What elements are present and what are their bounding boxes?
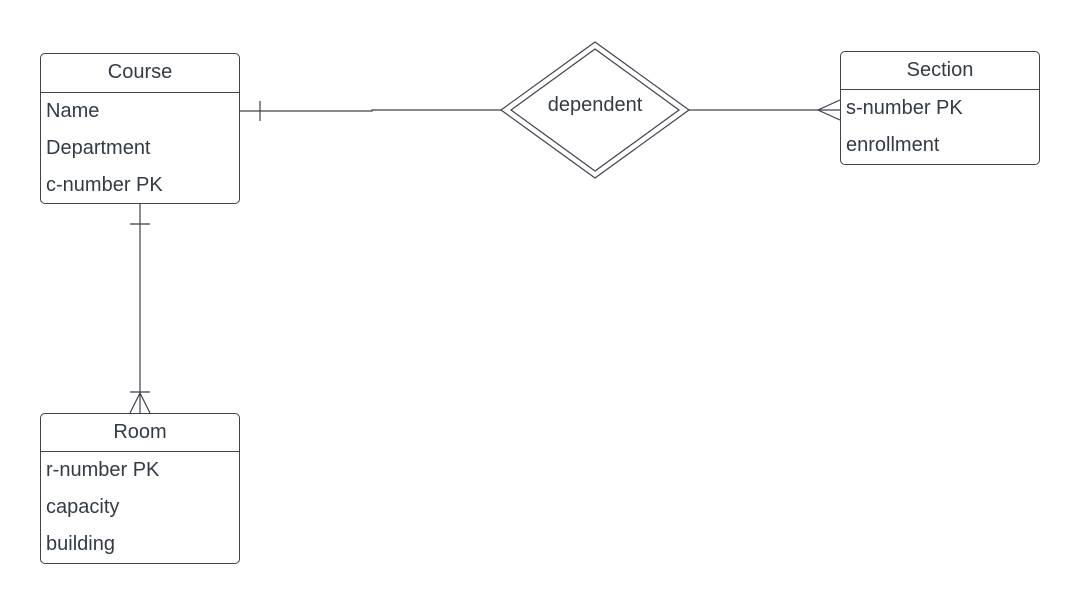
relationship-dependent-diamond[interactable] bbox=[499, 41, 691, 179]
entity-room-attribute: r-number PK bbox=[46, 459, 160, 481]
entity-course-attribute: Department bbox=[46, 137, 151, 159]
entity-room[interactable]: Room r-number PK capacity building bbox=[40, 413, 240, 564]
entity-section-attribute: s-number PK bbox=[846, 97, 963, 119]
entity-course-attribute: Name bbox=[46, 100, 100, 122]
entity-section-title: Section bbox=[841, 52, 1039, 90]
entity-room-attribute: capacity bbox=[46, 496, 120, 518]
many-cardinality-mark bbox=[816, 99, 841, 121]
connector-course-dependent bbox=[240, 101, 503, 121]
entity-section[interactable]: Section s-number PK enrollment bbox=[840, 51, 1040, 165]
entity-room-title: Room bbox=[41, 414, 239, 452]
entity-course[interactable]: Course Name Department c-number PK bbox=[40, 53, 240, 204]
entity-course-title: Course bbox=[41, 54, 239, 93]
connector-dependent-section bbox=[688, 99, 841, 121]
entity-course-attribute: c-number PK bbox=[46, 174, 163, 196]
entity-section-attribute: enrollment bbox=[846, 134, 940, 156]
entity-room-attribute: building bbox=[46, 533, 115, 555]
connector-course-room bbox=[129, 204, 151, 414]
many-cardinality-mark bbox=[129, 391, 151, 414]
relationship-dependent-label: dependent bbox=[547, 94, 643, 116]
